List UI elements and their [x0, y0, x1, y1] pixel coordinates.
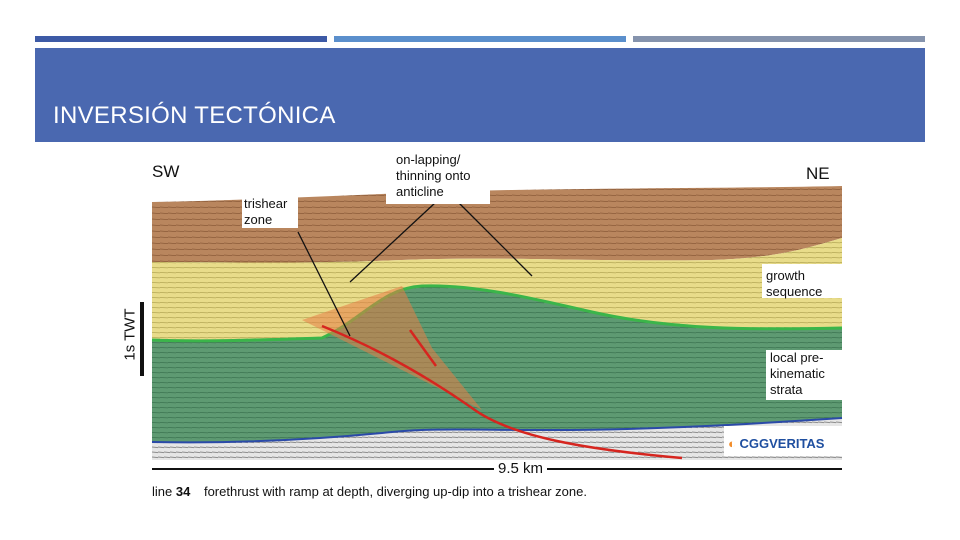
label-growth-sequence: growth sequence: [766, 268, 822, 300]
vertical-scale-label: 1s TWT: [121, 308, 139, 361]
label-growth-line1: growth: [766, 268, 806, 283]
label-trishear: trishear zone: [244, 196, 287, 228]
label-sw: SW: [152, 162, 180, 181]
label-onlap-line2: thinning onto: [396, 168, 471, 183]
seismic-section-svg: [151, 152, 844, 460]
label-ne: NE: [806, 164, 830, 183]
label-onlap-line1: on-lapping/: [396, 152, 461, 167]
label-local-strata: local pre- kinematic strata: [770, 350, 825, 398]
label-onlapping: on-lapping/ thinning onto anticline: [396, 152, 470, 200]
accent-bar-3: [633, 36, 925, 42]
horizontal-scale-label: 9.5 km: [494, 460, 548, 477]
seismic-section-figure: SW NE on-lapping/ thinning onto anticlin…: [104, 150, 864, 510]
slide-title: INVERSIÓN TECTÓNICA: [53, 102, 336, 129]
seismic-panel: [151, 180, 843, 460]
vertical-scale-bar: [140, 302, 144, 376]
label-trishear-line2: zone: [244, 212, 273, 227]
logo-text: CGGVERITAS: [739, 436, 825, 451]
caption-line-prefix: line: [152, 484, 173, 499]
cggveritas-logo: ◐ CGGVERITAS: [728, 436, 824, 451]
label-local-line1: local pre-: [770, 350, 824, 365]
label-growth-line2: sequence: [766, 284, 823, 299]
label-local-line3: strata: [770, 382, 803, 397]
title-band: INVERSIÓN TECTÓNICA: [35, 48, 925, 142]
label-local-line2: kinematic: [770, 366, 825, 381]
figure-caption: line 34 forethrust with ramp at depth, d…: [152, 484, 587, 499]
accent-bar-1: [35, 36, 327, 42]
caption-text: forethrust with ramp at depth, diverging…: [203, 484, 587, 499]
label-onlap-line3: anticline: [396, 184, 444, 199]
logo-mark-icon: ◐: [728, 436, 736, 451]
caption-line-number: 34: [175, 484, 191, 499]
accent-bar-2: [334, 36, 626, 42]
label-trishear-line1: trishear: [244, 196, 288, 211]
